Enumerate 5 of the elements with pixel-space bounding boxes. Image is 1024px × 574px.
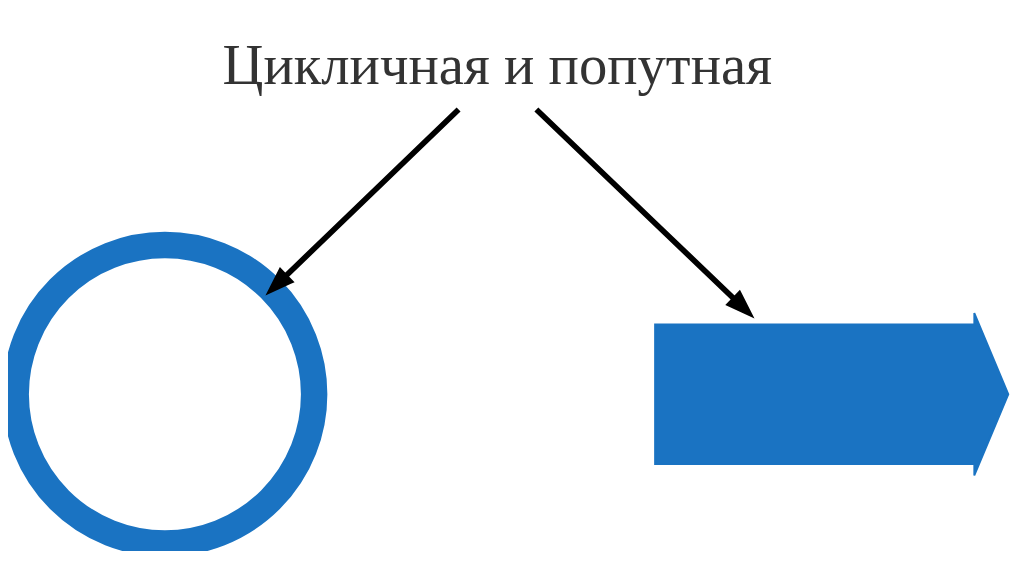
node-cycle	[8, 231, 328, 551]
arrow	[265, 107, 461, 296]
node-arrows	[654, 311, 1010, 476]
node-text: Цикличная и попутная	[222, 33, 773, 96]
arrow	[534, 107, 755, 318]
